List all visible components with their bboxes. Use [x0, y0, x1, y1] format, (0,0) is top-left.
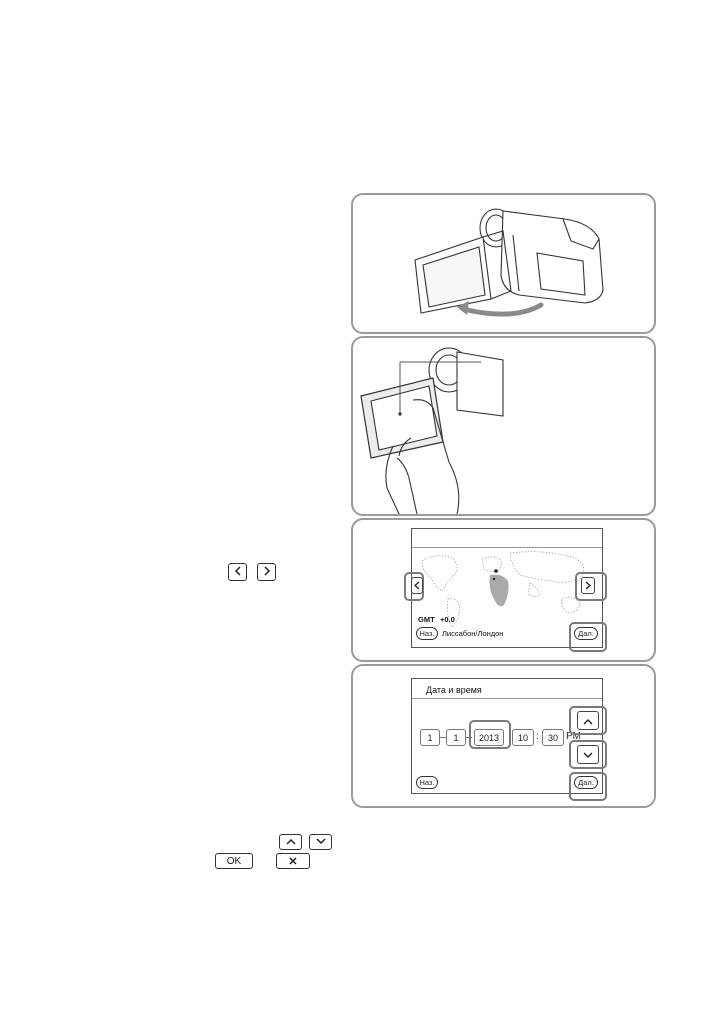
back-button[interactable]: Наз. — [416, 627, 438, 640]
gmt-label: GMT — [418, 615, 435, 624]
screen-header-line — [412, 698, 602, 699]
chevron-up-icon — [583, 712, 593, 730]
screen-header — [412, 529, 602, 548]
year-field[interactable]: 2013 — [474, 729, 504, 746]
next-button-inline[interactable] — [257, 563, 276, 581]
next-screen-highlight — [569, 622, 607, 652]
day-field[interactable]: 1 — [420, 729, 440, 746]
panel-open-lcd — [351, 193, 656, 334]
time-separator: : — [536, 731, 539, 742]
chevron-up-icon — [285, 836, 296, 848]
ok-button-inline[interactable]: OK — [215, 853, 253, 869]
hand-touching-screen-illustration — [360, 347, 504, 514]
panel-area-setting: GMT +0.0 Наз. Лиссабон/Лондон Дал. — [351, 518, 656, 662]
chevron-right-icon — [263, 565, 271, 579]
increment-button[interactable] — [577, 711, 599, 730]
up-button-inline[interactable] — [279, 834, 302, 850]
next-area-button[interactable] — [581, 577, 595, 594]
date-separator — [440, 737, 446, 738]
prev-area-highlight — [404, 572, 424, 601]
chevron-left-icon — [414, 577, 420, 595]
month-field[interactable]: 1 — [446, 729, 466, 746]
chevron-right-icon — [585, 577, 591, 595]
down-highlight — [569, 740, 607, 769]
next-button[interactable]: Дал. — [574, 627, 598, 640]
next-area-highlight — [575, 572, 607, 601]
ampm-label: PM — [566, 731, 581, 742]
ok-label: OK — [226, 855, 242, 867]
cancel-button-inline[interactable]: ✕ — [276, 853, 310, 869]
chevron-down-icon — [583, 746, 593, 764]
panel-touch-screen — [351, 336, 656, 516]
down-button-inline[interactable] — [309, 834, 332, 850]
camcorder-open-lcd-illustration — [414, 208, 604, 317]
prev-button-inline[interactable] — [228, 563, 247, 581]
up-highlight — [569, 706, 607, 735]
chevron-down-icon — [315, 836, 326, 848]
selected-city: Лиссабон/Лондон — [442, 629, 504, 638]
area-setting-screen: GMT +0.0 Наз. Лиссабон/Лондон Дал. — [411, 528, 603, 648]
panel-date-time: Дата и время 1 1 2013 10 : 30 PM Наз. Да… — [351, 664, 656, 808]
chevron-left-icon — [234, 565, 242, 579]
screen-title: Дата и время — [426, 685, 482, 695]
year-highlight — [469, 720, 511, 749]
next-button[interactable]: Дал. — [574, 776, 598, 789]
world-map — [421, 551, 584, 628]
decrement-button[interactable] — [577, 745, 599, 764]
hour-field[interactable]: 10 — [512, 729, 534, 746]
next-screen-highlight — [569, 772, 607, 801]
back-button[interactable]: Наз. — [416, 776, 438, 789]
close-icon: ✕ — [288, 855, 298, 868]
gmt-offset: +0.0 — [440, 615, 455, 624]
prev-area-button[interactable] — [411, 577, 423, 594]
minute-field[interactable]: 30 — [542, 729, 564, 746]
